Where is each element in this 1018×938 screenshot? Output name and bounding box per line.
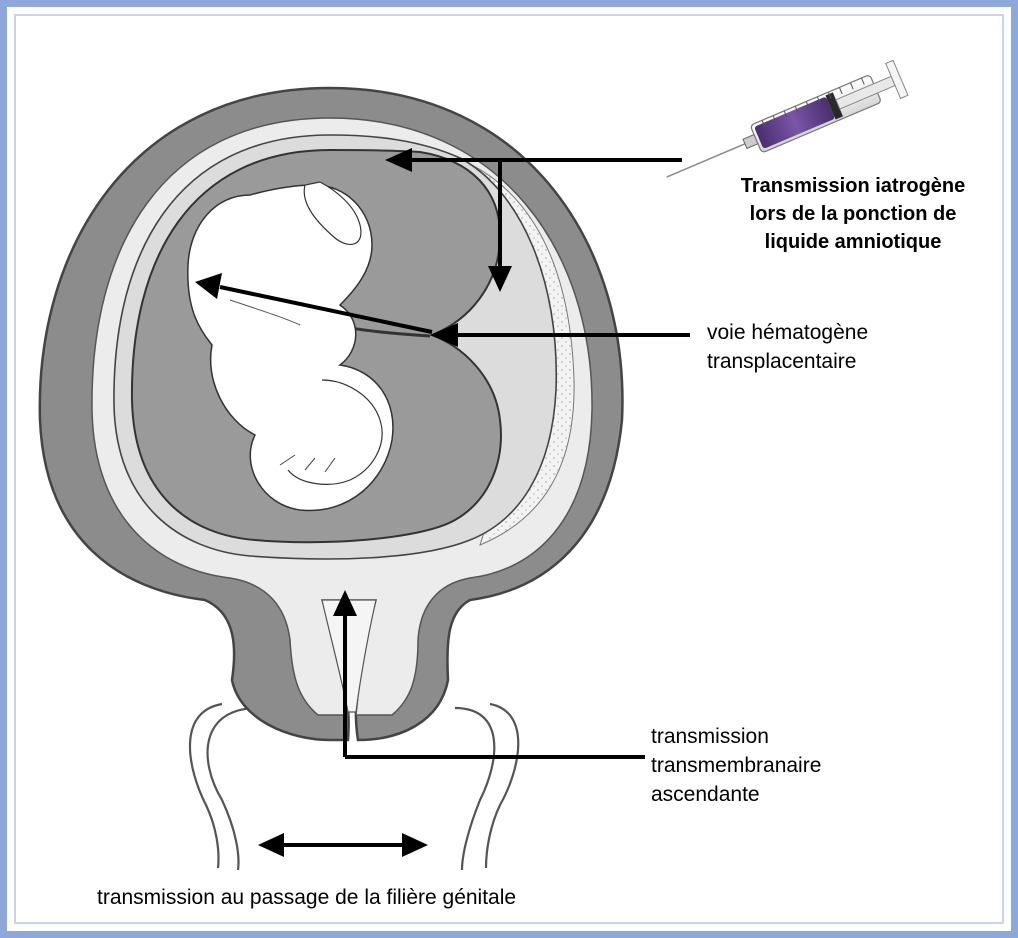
label-hematogenous-route: voie hématogène transplacentaire <box>707 318 868 376</box>
label-birth-canal-transmission: transmission au passage de la filière gé… <box>97 885 516 911</box>
label-ascending-transmission: transmission transmembranaire ascendante <box>651 722 821 809</box>
label-hematogene-line-1: voie hématogène <box>707 318 868 347</box>
label-transmembranaire-line-1: transmission <box>651 722 821 751</box>
label-iatrogenic-transmission: Transmission iatrogène lors de la poncti… <box>688 172 1018 256</box>
arrowhead-filiere-left <box>258 833 284 857</box>
label-hematogene-line-2: transplacentaire <box>707 347 868 376</box>
label-transmembranaire-line-3: ascendante <box>651 780 821 809</box>
arrowhead-filiere-right <box>402 833 428 857</box>
label-iatrogene-line-3: liquide amniotique <box>688 228 1018 256</box>
label-iatrogene-line-2: lors de la ponction de <box>688 200 1018 228</box>
label-transmembranaire-line-2: transmembranaire <box>651 751 821 780</box>
label-iatrogene-line-1: Transmission iatrogène <box>688 172 1018 200</box>
